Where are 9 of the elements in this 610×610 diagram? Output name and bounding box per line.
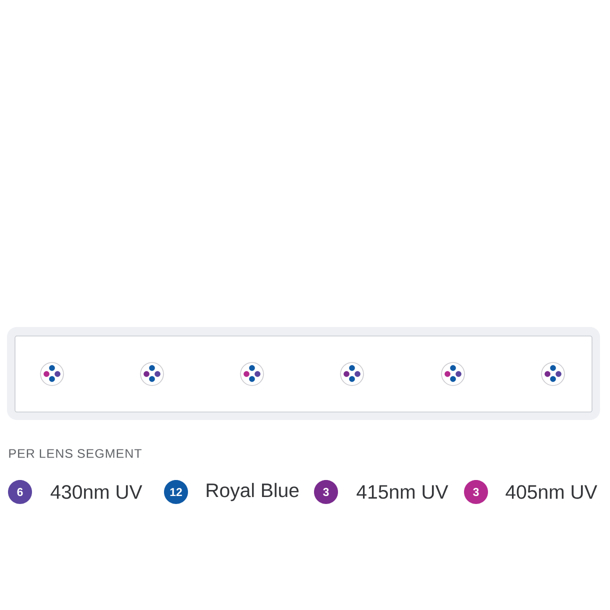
count-badge: 12 [164, 480, 188, 504]
count-badge: 6 [8, 480, 32, 504]
count-badge: 3 [464, 480, 488, 504]
legend-label: Royal Blue [206, 482, 299, 502]
legend-label: 405nm UV [506, 485, 598, 499]
legend-label: 415nm UV [356, 485, 448, 499]
count-badge: 3 [314, 480, 338, 504]
legend-heading: PER LENS SEGMENT [9, 449, 142, 458]
legend-label: 430nm UV [50, 485, 142, 499]
